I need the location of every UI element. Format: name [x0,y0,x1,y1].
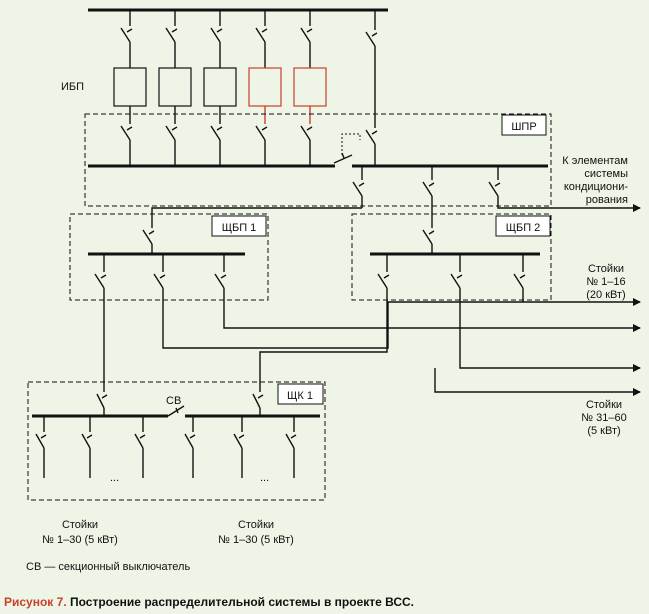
shchbp2-output-breakers [259,254,641,396]
ups-unit-3 [203,67,237,107]
svg-text:К элементам: К элементам [562,155,628,167]
shchbp2-label: ЩБП 2 [506,222,541,234]
racks-left-label: Стойки № 1–30 (5 кВт) [42,519,118,546]
ups-label: ИБП [61,81,84,93]
svg-text:Стойки: Стойки [62,519,98,531]
hvac-label: К элементам системы кондициони- рования [562,155,628,206]
ups-unit-2 [158,67,192,107]
caption-prefix: Рисунок 7. [4,595,67,609]
svg-text:Стойки: Стойки [586,399,622,411]
svg-text:кондициони-: кондициони- [564,181,628,193]
shchbp2-label-box [495,215,551,237]
shchbp1-label-box [211,215,267,237]
feeder-to-shchbp1 [151,207,362,228]
power-distribution-diagram: ШПР ЩБП 1 ЩБП 2 ЩК 1 ИБП СВ К элементам … [26,8,641,573]
shpr-input-breakers [120,125,313,166]
bypass-line [365,10,378,166]
shchbp1-label: ЩБП 1 [222,222,257,234]
racks-31-60-label: Стойки № 31–60 (5 кВт) [581,399,626,437]
ups-outputs [129,106,311,124]
ellipsis-right: ... [260,472,269,484]
shpr-enclosure [84,113,552,207]
shchbp1-input-breaker [142,229,155,254]
ups-feeders [120,10,313,68]
racks-right-label: Стойки № 1–30 (5 кВт) [218,519,294,546]
section-breaker-label: СВ [166,395,181,407]
ups-unit-5 [293,67,327,107]
legend-text: СВ — секционный выключатель [26,561,190,573]
shpr-output-breakers [352,166,641,213]
shk1-label: ЩК 1 [287,390,313,402]
svg-text:системы: системы [584,168,628,180]
shpr-tie-breaker [333,133,361,164]
svg-text:рования: рования [586,194,628,206]
svg-text:№ 1–30 (5 кВт): № 1–30 (5 кВт) [218,534,294,546]
svg-text:Стойки: Стойки [238,519,274,531]
svg-text:Стойки: Стойки [588,263,624,275]
svg-text:№ 31–60: № 31–60 [581,412,626,424]
shk1-label-box [277,383,324,405]
shchbp1-enclosure [69,213,269,301]
svg-text:№ 1–30 (5 кВт): № 1–30 (5 кВт) [42,534,118,546]
shk1-input-breakers [96,393,264,416]
shpr-label-box [501,114,547,136]
shchbp2-enclosure [351,213,552,301]
shchbp2-input-breaker [422,229,435,254]
ups-unit-4 [248,67,282,107]
shchbp1-output-breakers [94,254,641,392]
ellipsis-left: ... [110,472,119,484]
section-breaker [167,405,185,417]
caption-text: Построение распределительной системы в п… [70,595,415,609]
ups-unit-1 [113,67,147,107]
svg-text:(5 кВт): (5 кВт) [587,425,620,437]
racks-1-16-label: Стойки № 1–16 (20 кВт) [586,263,625,301]
shpr-label: ШПР [511,121,536,133]
shk1-rack-breakers [35,416,297,478]
svg-text:№ 1–16: № 1–16 [586,276,625,288]
figure-caption: Рисунок 7. Построение распределительной … [4,595,414,609]
svg-text:(20 кВт): (20 кВт) [586,289,625,301]
